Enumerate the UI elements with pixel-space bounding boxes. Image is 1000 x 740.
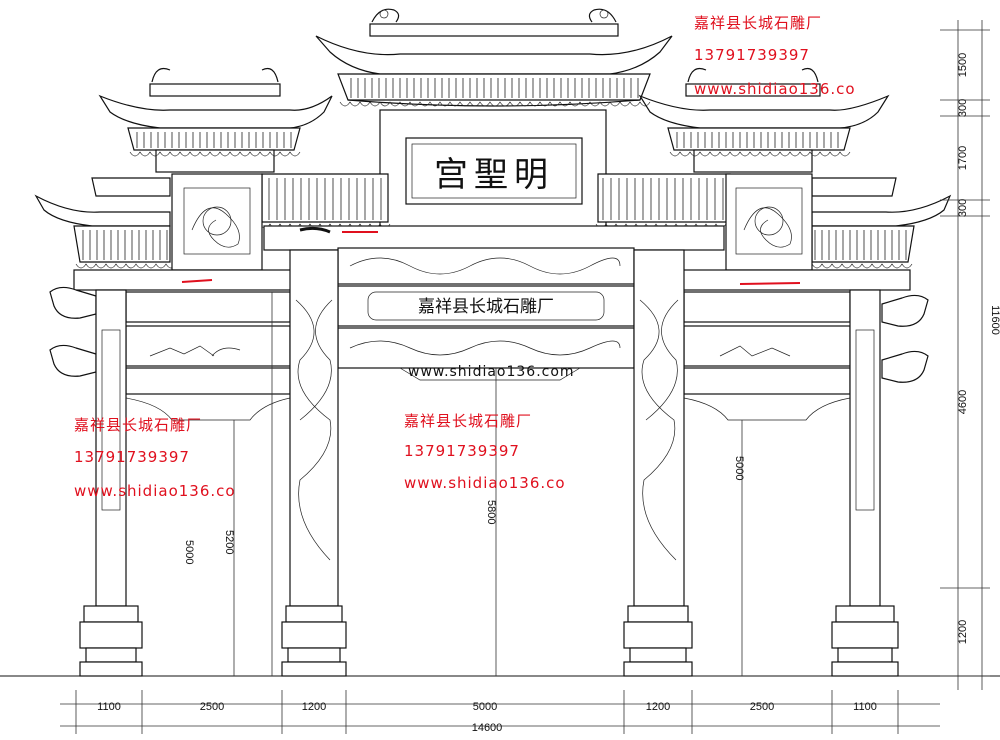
- roof-scallop-fringe: [75, 263, 177, 269]
- watermark-phone-top: 13791739397: [694, 46, 810, 64]
- right-side-frieze: [683, 291, 851, 421]
- roof-scallop-fringe: [669, 151, 851, 157]
- right-beast-head-upper: [881, 294, 929, 327]
- bottom-dimension-chain: 1100 2500 1200 5000 1200 2500 1100 14600: [60, 690, 940, 734]
- center-frieze: [337, 247, 635, 381]
- outer-left-pillar: [95, 289, 127, 607]
- dim-right-segment: 4600: [957, 390, 969, 414]
- interior-height-dims: 5000 5200 5800 5000: [183, 292, 745, 676]
- red-mark-right: [739, 282, 801, 285]
- dim-bottom-segment: 1200: [646, 701, 670, 713]
- dim-total-height: 11600: [989, 305, 1000, 335]
- ink-mark: [299, 226, 331, 234]
- roof-scallop-fringe: [129, 151, 301, 157]
- pillar-base: [623, 605, 693, 677]
- central-roof: [315, 8, 673, 107]
- pillar-base: [831, 605, 899, 677]
- left-side-frieze: [125, 291, 291, 421]
- right-middle-roof: [597, 173, 731, 223]
- left-outer-roof: [34, 177, 171, 263]
- roof-scallop-fringe: [811, 263, 913, 269]
- plaque-title: 宫聖明: [434, 155, 554, 195]
- dim-bottom-segment: 2500: [750, 701, 774, 713]
- dim-bottom-segment: 1100: [853, 701, 877, 713]
- right-dragon-panel: [725, 173, 813, 271]
- right-outer-roof: [811, 177, 952, 263]
- outer-right-pillar: [849, 289, 881, 607]
- dim-right-opening: 5000: [733, 456, 745, 480]
- dim-right-segment: 1200: [957, 620, 969, 644]
- watermark-phone-left: 13791739397: [74, 448, 190, 466]
- left-dragon-panel: [171, 173, 263, 271]
- dim-right-segment: 1500: [957, 53, 969, 77]
- watermark-company-center: 嘉祥县长城石雕厂: [404, 412, 533, 430]
- dim-total-width: 14600: [472, 722, 503, 734]
- dim-bottom-segment: 5000: [473, 701, 497, 713]
- watermark-website-frieze: www.shidiao136.com: [408, 364, 575, 380]
- dim-bottom-segment: 1100: [97, 701, 121, 713]
- pillar-base: [79, 605, 143, 677]
- inner-right-pillar: [633, 249, 685, 607]
- right-beast-head-lower: [881, 350, 929, 383]
- left-beast-head-lower: [49, 344, 97, 377]
- left-upper-roof: [98, 67, 333, 173]
- roof-scallop-fringe: [339, 101, 651, 107]
- watermark-company-left: 嘉祥县长城石雕厂: [74, 416, 203, 434]
- name-plaque: [405, 137, 583, 205]
- watermark-company-top: 嘉祥县长城石雕厂: [694, 14, 823, 32]
- dim-right-segment: 300: [957, 199, 969, 217]
- dim-right-segment: 1700: [957, 146, 969, 170]
- watermark-phone-center: 13791739397: [404, 442, 520, 460]
- pillar-base: [281, 605, 347, 677]
- inner-left-pillar: [289, 249, 339, 607]
- frieze-company-name: 嘉祥县长城石雕厂: [418, 297, 554, 317]
- right-upper-roof: [638, 67, 890, 173]
- dim-bottom-segment: 1200: [302, 701, 326, 713]
- dim-left-opening: 5000: [183, 540, 195, 564]
- watermark-website-center: www.shidiao136.co: [404, 474, 566, 492]
- left-beast-head-upper: [49, 286, 97, 319]
- dim-right-segment: 300: [957, 99, 969, 117]
- dim-bottom-segment: 2500: [200, 701, 224, 713]
- dim-center-opening: 5800: [485, 500, 497, 524]
- right-dimension-chain: 1500 300 1700 300 4600 1200 11600: [940, 20, 1000, 690]
- dim-left-pillar: 5200: [223, 530, 235, 554]
- red-mark-left: [181, 279, 213, 283]
- watermark-website-top: www.shidiao136.co: [694, 80, 856, 98]
- watermark-website-left: www.shidiao136.co: [74, 482, 236, 500]
